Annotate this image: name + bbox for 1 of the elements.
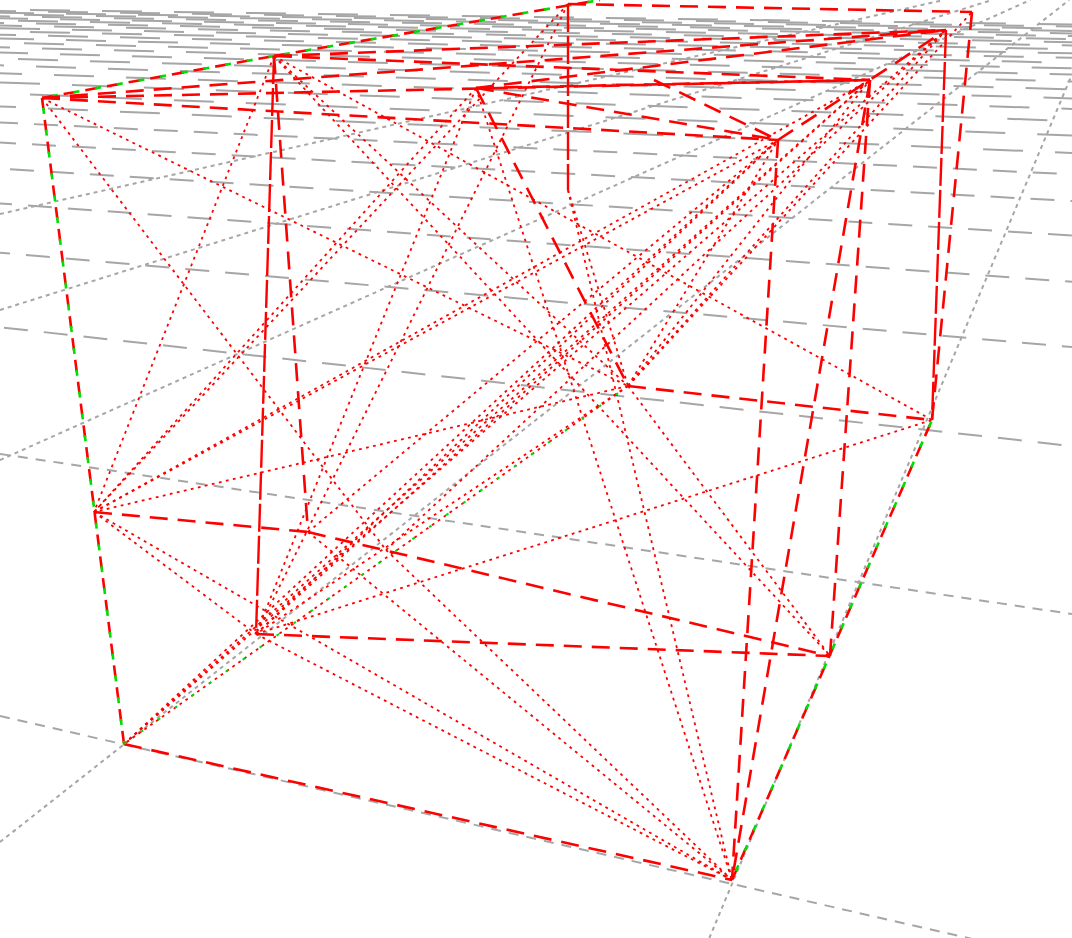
wireframe-cube-render <box>0 0 1072 938</box>
